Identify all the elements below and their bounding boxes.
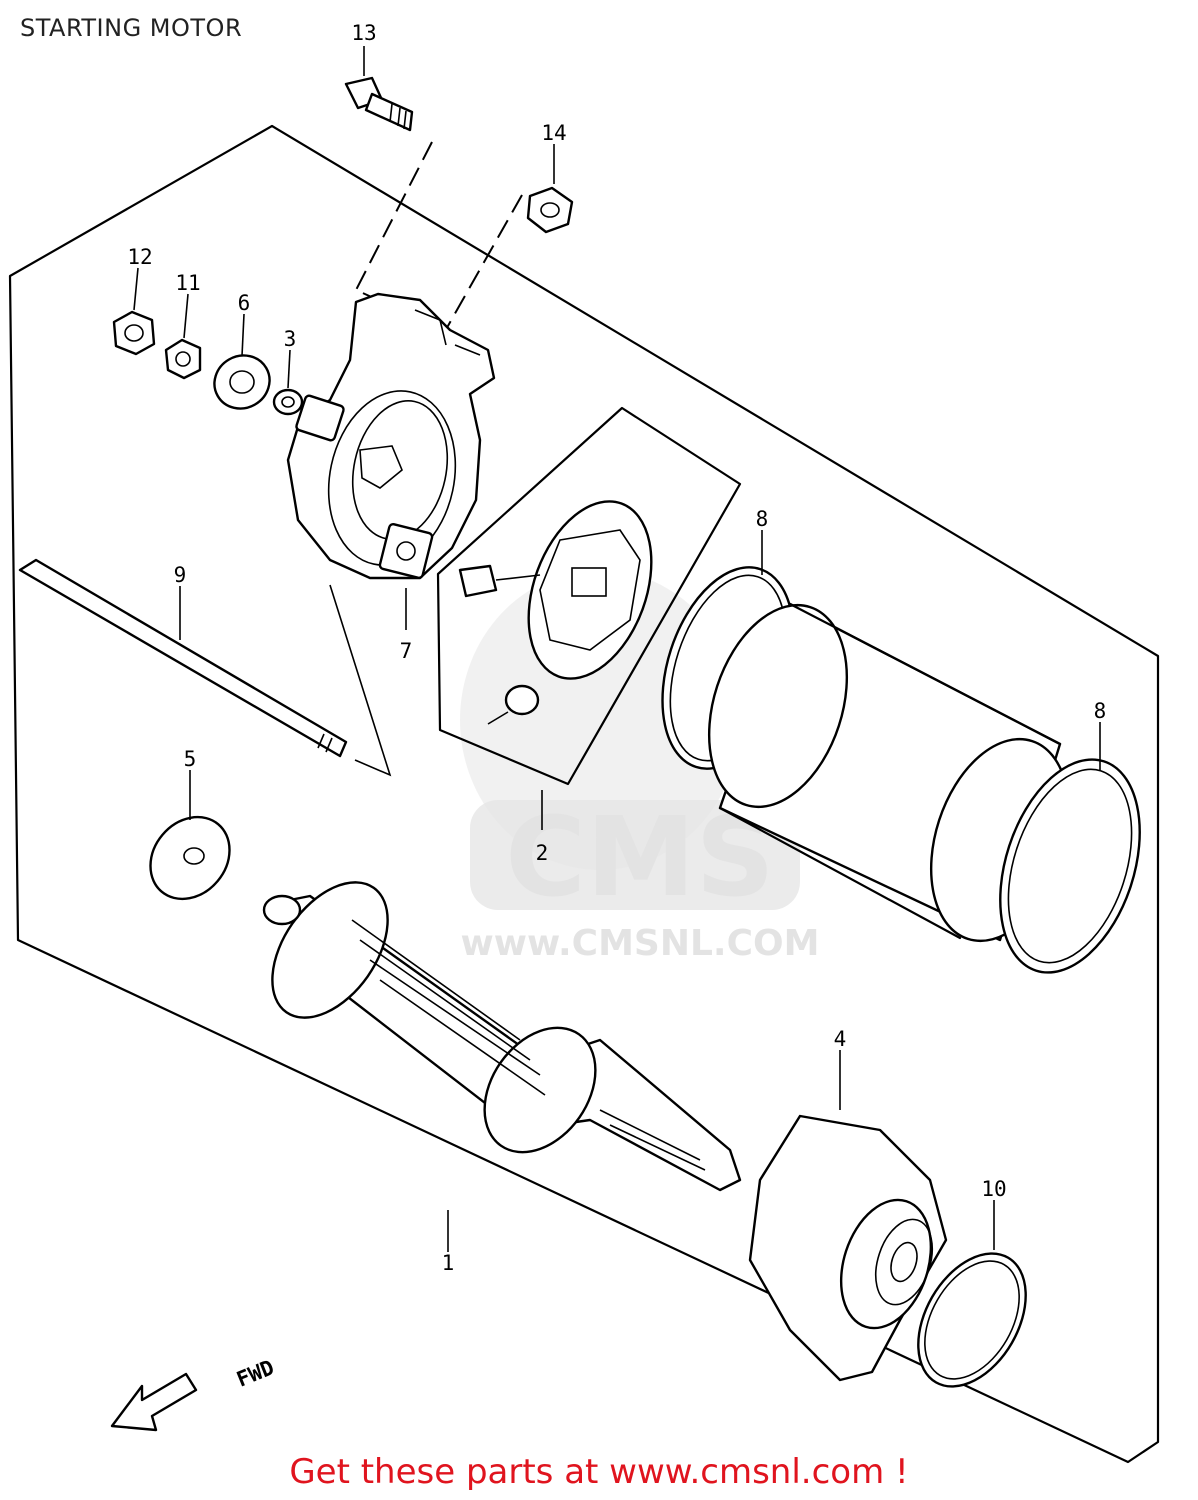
nut[interactable] — [526, 186, 574, 234]
callout-9[interactable]: 9 — [174, 563, 187, 587]
callout-8a[interactable]: 8 — [756, 507, 769, 531]
forward-label: FWD — [233, 1355, 277, 1391]
guide-bolt-13 — [354, 141, 433, 319]
callout-8b[interactable]: 8 — [1094, 699, 1107, 723]
brush-holder-assembly[interactable] — [458, 484, 674, 725]
o-ring-cover[interactable] — [896, 1235, 1048, 1406]
rear-cover-housing[interactable] — [286, 292, 496, 580]
cms-watermark: CMS www.CMSNL.COM — [460, 570, 819, 964]
armature[interactable] — [249, 861, 742, 1192]
insulator-plate[interactable] — [378, 523, 434, 579]
callout-11[interactable]: 11 — [175, 271, 200, 295]
callout-1[interactable]: 1 — [442, 1251, 455, 1275]
thrust-washer[interactable] — [134, 801, 246, 915]
o-ring-small[interactable] — [272, 388, 304, 416]
brush-holder-frame — [436, 406, 742, 786]
bolt[interactable] — [344, 76, 414, 132]
callout-5[interactable]: 5 — [184, 747, 197, 771]
nut-small[interactable] — [164, 338, 202, 380]
callout-4[interactable]: 4 — [834, 1027, 847, 1051]
page-title: STARTING MOTOR — [20, 14, 243, 42]
assembly-outline — [8, 124, 1160, 1464]
callout-2[interactable]: 2 — [536, 841, 549, 865]
watermark-url: www.CMSNL.COM — [461, 923, 820, 964]
forward-arrow-icon — [110, 1372, 198, 1432]
o-ring-rear[interactable] — [975, 742, 1165, 991]
callout-14[interactable]: 14 — [541, 121, 566, 145]
yoke-housing[interactable] — [685, 587, 1093, 958]
cap-nut[interactable] — [112, 310, 156, 356]
callout-6[interactable]: 6 — [238, 291, 251, 315]
callout-12[interactable]: 12 — [127, 245, 152, 269]
footer-link[interactable]: Get these parts at www.cmsnl.com ! — [289, 1452, 909, 1492]
front-cover[interactable] — [748, 1114, 948, 1382]
callout-13[interactable]: 13 — [351, 21, 376, 45]
terminal-washer[interactable] — [205, 345, 279, 418]
callout-labels: 13 14 12 11 6 3 7 9 5 2 8 8 4 1 10 — [127, 21, 1106, 1275]
leader-lines — [133, 46, 1101, 1252]
callout-3[interactable]: 3 — [284, 327, 297, 351]
forward-direction-indicator: FWD — [110, 1355, 277, 1432]
guide-through-bolt — [329, 584, 392, 777]
callout-10[interactable]: 10 — [981, 1177, 1006, 1201]
callout-7[interactable]: 7 — [400, 639, 413, 663]
through-bolt[interactable] — [18, 558, 348, 758]
